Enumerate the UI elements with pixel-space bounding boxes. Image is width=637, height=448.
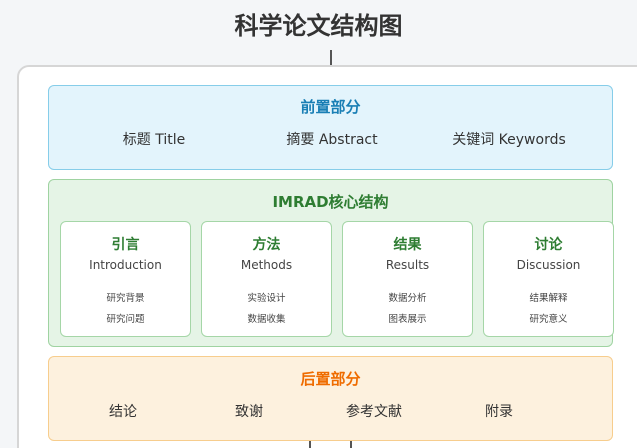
back-matter-section: 后置部分 结论 致谢 参考文献 附录: [48, 356, 613, 441]
back-item-acknowledgements: 致谢: [235, 404, 263, 420]
imrad-title: IMRAD核心结构: [272, 193, 389, 211]
top-connector-line: [330, 50, 332, 66]
bottom-connector-line: [350, 441, 352, 448]
card-title-en: Methods: [240, 258, 293, 272]
card-subitem: 数据分析: [388, 293, 427, 304]
imrad-card-results: 结果 Results 数据分析 图表展示: [342, 221, 473, 337]
card-title-zh: 结果: [393, 237, 422, 253]
back-item-references: 参考文献: [346, 404, 402, 420]
card-title-en: Introduction: [89, 258, 162, 272]
card-subitem: 研究背景: [106, 293, 145, 304]
card-subitem: 图表展示: [388, 314, 427, 325]
card-title-zh: 引言: [111, 237, 140, 253]
imrad-card-methods: 方法 Methods 实验设计 数据收集: [201, 221, 332, 337]
card-subitem: 结果解释: [529, 293, 568, 304]
card-subitem: 数据收集: [247, 314, 286, 325]
back-matter-title: 后置部分: [300, 370, 361, 388]
front-matter-section: 前置部分 标题 Title 摘要 Abstract 关键词 Keywords: [48, 85, 613, 170]
back-item-conclusion: 结论: [109, 404, 137, 420]
front-matter-title: 前置部分: [300, 98, 361, 116]
card-subitem: 研究意义: [529, 314, 568, 325]
card-title-zh: 方法: [252, 237, 281, 253]
card-title-en: Discussion: [516, 258, 581, 272]
front-item-abstract: 摘要 Abstract: [286, 132, 378, 148]
back-item-appendix: 附录: [485, 404, 513, 420]
card-subitem: 实验设计: [247, 293, 286, 304]
imrad-card-introduction: 引言 Introduction 研究背景 研究问题: [60, 221, 191, 337]
front-item-keywords: 关键词 Keywords: [452, 132, 566, 148]
diagram-title: 科学论文结构图: [234, 12, 403, 40]
imrad-card-discussion: 讨论 Discussion 结果解释 研究意义: [483, 221, 614, 337]
front-item-title: 标题 Title: [122, 132, 186, 148]
card-title-zh: 讨论: [534, 237, 563, 253]
card-subitem: 研究问题: [106, 314, 145, 325]
bottom-connector-line: [309, 441, 311, 448]
card-title-en: Results: [385, 258, 430, 272]
imrad-section: IMRAD核心结构 引言 Introduction 研究背景 研究问题 方法 M…: [48, 179, 614, 347]
